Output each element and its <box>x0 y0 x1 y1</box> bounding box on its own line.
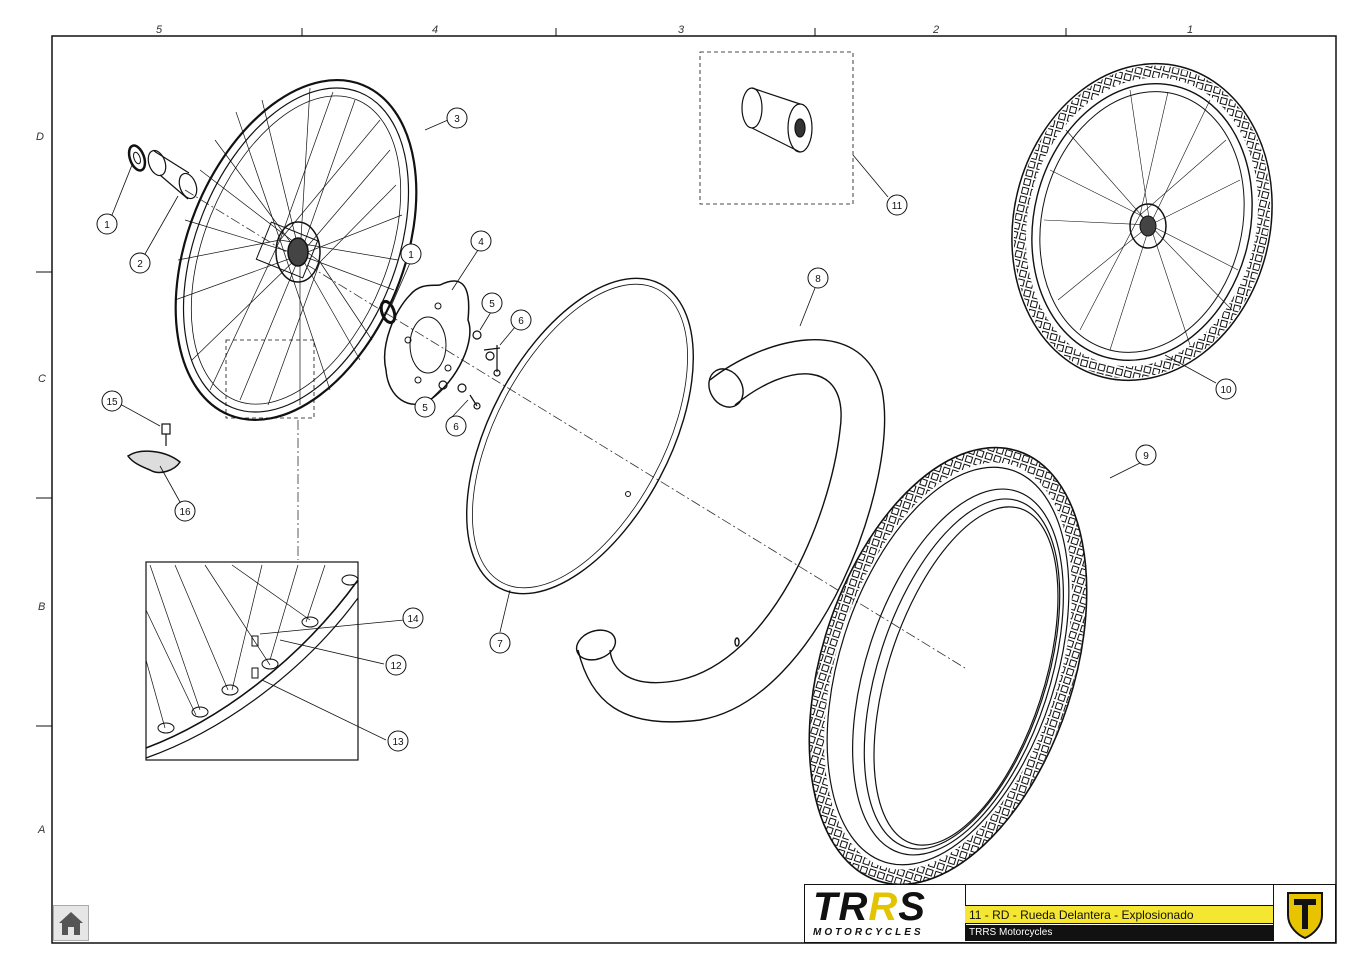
callout-balloons <box>96 107 1237 752</box>
company-bar: TRRS Motorcycles <box>965 925 1273 941</box>
zone-col-5: 5 <box>156 24 163 36</box>
callout-1b: 1 <box>408 250 414 261</box>
callout-balloon <box>402 607 424 629</box>
home-icon <box>59 912 83 935</box>
zone-ticks <box>36 28 1067 727</box>
zone-row-b: B <box>38 601 45 613</box>
brand-logo-text: TRRS <box>813 885 926 929</box>
drawing-title: 11 - RD - Rueda Delantera - Explosionado <box>969 908 1194 922</box>
drawing-title-bar: 11 - RD - Rueda Delantera - Explosionado <box>965 905 1273 924</box>
callout-balloon <box>96 213 118 235</box>
callout-balloon <box>470 230 492 252</box>
part-valve-cap <box>126 450 181 474</box>
callout-numbers: 1 2 3 4 1 5 6 5 6 7 8 9 10 11 12 13 14 1… <box>104 114 1232 748</box>
callout-balloon <box>445 415 467 437</box>
part-spacer <box>147 149 198 200</box>
part-assembled-wheel <box>1011 62 1273 382</box>
callout-balloon <box>489 632 511 654</box>
callout-5: 5 <box>489 299 495 310</box>
callout-6b: 6 <box>453 422 459 433</box>
callout-5b: 5 <box>422 403 428 414</box>
part-tyre <box>808 446 1088 886</box>
callout-16: 16 <box>179 507 191 518</box>
callout-balloon <box>385 654 407 676</box>
zone-col-3: 3 <box>678 24 685 36</box>
callout-balloon <box>886 194 908 216</box>
zone-row-d: D <box>36 131 44 143</box>
detail-reference-box <box>225 339 315 419</box>
zone-col-2: 2 <box>932 24 939 36</box>
trrs-shield-icon <box>1273 885 1336 941</box>
callout-6: 6 <box>518 316 524 327</box>
part-hub <box>741 87 813 153</box>
brand-subtitle: MOTORCYCLES <box>813 927 924 938</box>
zone-row-c: C <box>38 373 46 385</box>
callout-2: 2 <box>137 259 143 270</box>
callout-4: 4 <box>478 237 484 248</box>
callout-11: 11 <box>892 201 903 212</box>
callout-balloon <box>446 107 468 129</box>
brand-logo: TRRS MOTORCYCLES <box>805 885 966 941</box>
callout-balloon <box>1215 378 1237 400</box>
company-name: TRRS Motorcycles <box>969 927 1053 938</box>
part-bolts <box>438 330 501 410</box>
part-rim-wheel <box>174 78 418 422</box>
title-block: TRRS MOTORCYCLES 11 - RD - Rueda Delante… <box>804 884 1336 943</box>
part-brake-disc <box>384 280 471 406</box>
callout-15: 15 <box>106 397 118 408</box>
callout-balloon <box>510 309 532 331</box>
callout-8: 8 <box>815 274 821 285</box>
callout-balloon <box>129 252 151 274</box>
callout-7: 7 <box>497 639 503 650</box>
callout-1: 1 <box>104 220 110 231</box>
home-button[interactable] <box>53 905 89 941</box>
part-rim-tape <box>466 277 694 595</box>
callout-balloon <box>400 243 422 265</box>
callout-10: 10 <box>1220 385 1232 396</box>
part-inner-tube <box>575 339 886 723</box>
callout-balloon <box>174 500 196 522</box>
callout-balloon <box>387 730 409 752</box>
leader-lines <box>111 154 1217 741</box>
zone-row-a: A <box>37 824 45 836</box>
callout-12: 12 <box>390 661 402 672</box>
callout-14: 14 <box>407 614 419 625</box>
callout-balloon <box>414 396 436 418</box>
callout-13: 13 <box>392 737 404 748</box>
zone-col-1: 1 <box>1187 24 1193 36</box>
callout-3: 3 <box>454 114 460 125</box>
callout-9: 9 <box>1143 451 1149 462</box>
callout-balloon <box>1135 444 1157 466</box>
part-bearing-right <box>379 299 397 325</box>
callout-balloon <box>807 267 829 289</box>
spoke-detail-box <box>145 561 359 761</box>
part-bearing-left <box>127 144 147 172</box>
sheet-border <box>51 35 1337 944</box>
callout-balloon <box>481 292 503 314</box>
callout-balloon <box>101 390 123 412</box>
zone-col-4: 4 <box>432 24 438 36</box>
spoke-detail-view <box>145 564 359 759</box>
hub-detail-box <box>699 51 854 205</box>
part-valve-nut <box>161 423 171 446</box>
